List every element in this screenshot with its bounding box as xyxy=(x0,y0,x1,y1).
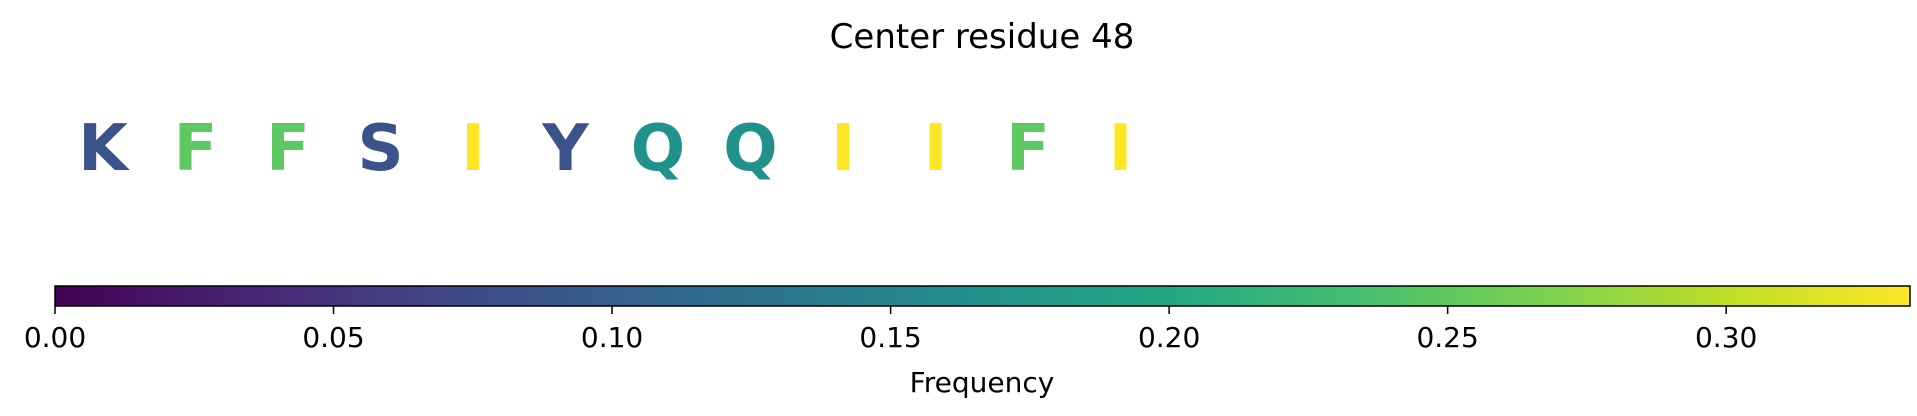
colorbar-gradient xyxy=(55,286,1910,306)
residue-letter: I xyxy=(924,112,948,186)
residue-letter: Q xyxy=(631,112,685,186)
colorbar-tick-label: 0.20 xyxy=(1138,321,1200,354)
colorbar-tick-label: 0.25 xyxy=(1416,321,1478,354)
colorbar-frame xyxy=(54,285,1911,307)
residue-letter: I xyxy=(461,112,485,186)
colorbar-tick-label: 0.30 xyxy=(1695,321,1757,354)
colorbar-tick-label: 0.00 xyxy=(24,321,86,354)
colorbar-tick-label: 0.10 xyxy=(581,321,643,354)
residue-letter: I xyxy=(831,112,855,186)
chart-title: Center residue 48 xyxy=(830,17,1135,57)
colorbar-axis-label: Frequency xyxy=(910,366,1055,399)
residue-letter: F xyxy=(1006,112,1050,186)
colorbar-tick-label: 0.05 xyxy=(302,321,364,354)
colorbar: 0.00 0.05 0.10 0.15 0.20 0.25 0.30 Frequency xyxy=(24,285,1911,399)
colorbar-tick-label: 0.15 xyxy=(859,321,921,354)
residue-letter: F xyxy=(174,112,218,186)
residue-letter: K xyxy=(78,112,130,186)
colorbar-ticks: 0.00 0.05 0.10 0.15 0.20 0.25 0.30 xyxy=(24,306,1757,354)
residue-letter: Q xyxy=(723,112,777,186)
residue-letter: F xyxy=(266,112,310,186)
residue-letter: Y xyxy=(541,112,589,186)
residue-letter: I xyxy=(1109,112,1133,186)
residue-letter: S xyxy=(357,112,403,186)
